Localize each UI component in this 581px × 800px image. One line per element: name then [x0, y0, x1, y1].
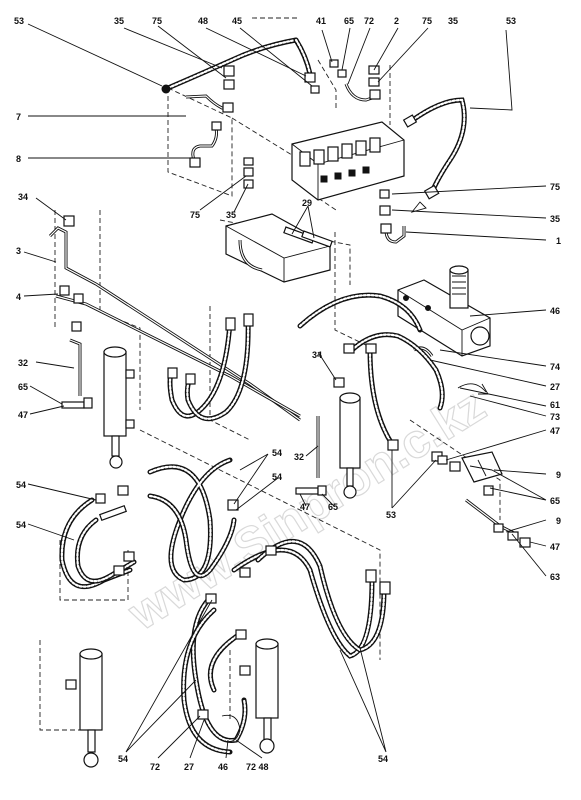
- callout-32-centre: 32: [294, 452, 304, 462]
- hose-54-right-loops: [231, 539, 391, 659]
- callout-48-top: 48: [198, 16, 208, 26]
- hose-54-bottom: [181, 593, 248, 755]
- leader-lines: [23, 23, 547, 759]
- callout-54-bottom: 54: [118, 754, 128, 764]
- fittings-75-35-mid: [243, 157, 254, 189]
- callout-54-bottom-left: 54: [16, 520, 26, 530]
- pipe-8: [189, 121, 222, 168]
- hose-54-left-loop: [59, 485, 137, 590]
- callout-3: 3: [16, 246, 21, 256]
- callout-41-top: 41: [316, 16, 326, 26]
- hose-48-top: [293, 37, 320, 94]
- callout-32-left: 32: [18, 358, 28, 368]
- pump-hoses: [297, 292, 445, 462]
- callout-72-top: 72: [364, 16, 374, 26]
- callout-65-left: 65: [18, 382, 28, 392]
- bracket-29: [225, 213, 333, 283]
- cylinder-left: [103, 346, 135, 469]
- pipe-4: [55, 285, 301, 418]
- callout-46-bottom: 46: [218, 762, 228, 772]
- callout-47-right-2: 47: [550, 542, 560, 552]
- callout-34-left: 34: [18, 192, 28, 202]
- pipe-7: [185, 65, 235, 113]
- callout-74: 74: [550, 362, 560, 372]
- pipe-32-centre: [295, 416, 327, 496]
- control-valve-block: [291, 121, 405, 201]
- fittings-top-centre: [317, 59, 381, 110]
- callout-4: 4: [16, 292, 21, 302]
- callout-63-right: 63: [550, 572, 560, 582]
- callout-53-centre: 53: [386, 510, 396, 520]
- long-hose-54-a: [147, 457, 233, 583]
- callout-7: 7: [16, 112, 21, 122]
- callout-75-top-right: 75: [422, 16, 432, 26]
- callout-45-top: 45: [232, 16, 242, 26]
- callout-labels: 53 35 75 48 45 41 65 72 2 75 35 53 7 8 7…: [14, 16, 561, 772]
- callout-54-left: 54: [16, 480, 26, 490]
- callout-35-top-right: 35: [448, 16, 458, 26]
- callout-34-centre: 34: [312, 350, 322, 360]
- callout-1: 1: [556, 236, 561, 246]
- callout-58-bottom-right: 54: [378, 754, 388, 764]
- callout-35-top: 35: [114, 16, 124, 26]
- callout-72-bottom: 72: [150, 762, 160, 772]
- callout-53-top-right: 53: [506, 16, 516, 26]
- callout-54-b: 54: [272, 472, 282, 482]
- callout-9-right-1: 9: [556, 470, 561, 480]
- callout-73-right: 73: [550, 412, 560, 422]
- callout-65-centre: 65: [328, 502, 338, 512]
- callout-65-top: 65: [344, 16, 354, 26]
- callout-47-right-1: 47: [550, 426, 560, 436]
- callout-47-left: 47: [18, 410, 28, 420]
- fitting-34-left: [63, 215, 75, 227]
- callout-27-right: 27: [550, 382, 560, 392]
- pipe-32-left: [61, 338, 93, 409]
- fittings-75-35-1-right: [379, 189, 427, 244]
- callout-65-right: 65: [550, 496, 560, 506]
- callout-9-right-2: 9: [556, 516, 561, 526]
- callout-46-right: 46: [550, 306, 560, 316]
- callout-8: 8: [16, 154, 21, 164]
- callout-47-centre: 47: [300, 502, 310, 512]
- right-fittings: [437, 451, 531, 548]
- pipe-3: [48, 226, 301, 422]
- callout-75-middle: 75: [190, 210, 200, 220]
- callout-27-bottom: 27: [184, 762, 194, 772]
- callout-53-top-left: 53: [14, 16, 24, 26]
- callout-75-top: 75: [152, 16, 162, 26]
- hose-53-top-left: [161, 37, 299, 94]
- cylinder-bottom-right: [239, 638, 279, 754]
- long-hose-54-b: [147, 493, 239, 579]
- callout-54-a: 54: [272, 448, 282, 458]
- callout-29: 29: [302, 198, 312, 208]
- callout-72-48-bottom: 72 48: [246, 762, 269, 772]
- callout-35-middle: 35: [226, 210, 236, 220]
- pump-assembly: [397, 265, 491, 395]
- cylinder-bottom-left: [65, 648, 103, 768]
- callout-75-right: 75: [550, 182, 560, 192]
- callout-2-top: 2: [394, 16, 399, 26]
- cylinder-centre: [333, 377, 361, 499]
- callout-35-right: 35: [550, 214, 560, 224]
- callout-61: 61: [550, 400, 560, 410]
- hose-53-top-right: [402, 97, 467, 200]
- centre-hoses: [167, 313, 254, 422]
